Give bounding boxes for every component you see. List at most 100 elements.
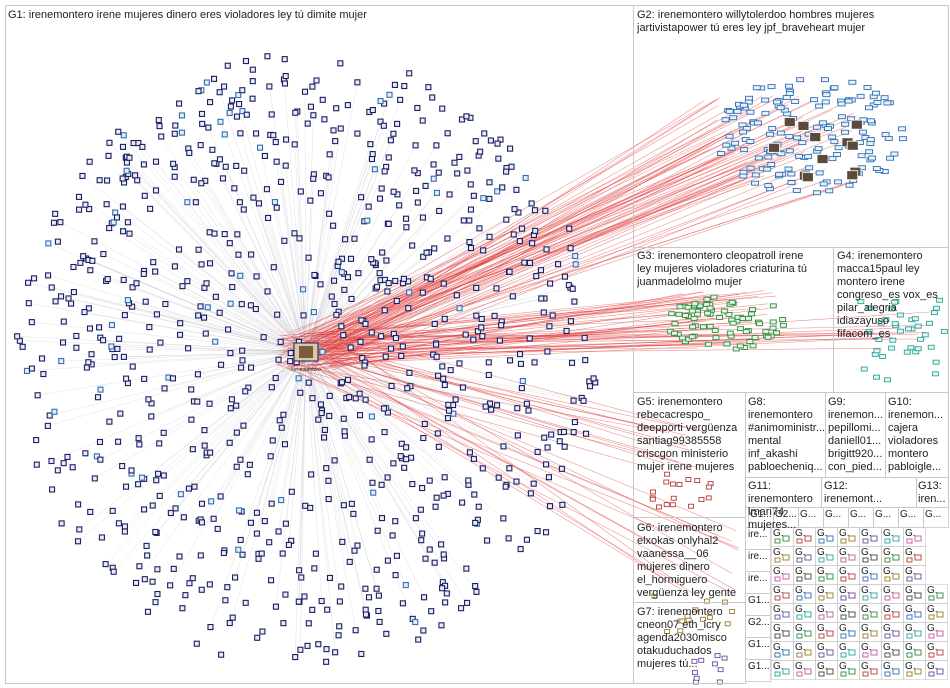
graph-node — [212, 161, 217, 166]
small-group-label: G. — [773, 547, 791, 558]
graph-node — [829, 135, 836, 139]
graph-node — [322, 435, 327, 440]
graph-node — [32, 276, 37, 281]
graph-node — [283, 521, 288, 526]
graph-node — [740, 103, 747, 107]
graph-node — [243, 389, 248, 394]
graph-node — [770, 304, 776, 308]
graph-node — [55, 468, 60, 473]
group-label-g12: G12: irenemont... — [824, 480, 894, 506]
graph-node — [401, 276, 406, 281]
graph-node — [238, 537, 243, 542]
graph-node — [199, 262, 204, 267]
graph-node — [515, 406, 520, 411]
graph-node — [533, 228, 538, 233]
graph-node — [374, 567, 379, 572]
graph-node — [208, 625, 213, 630]
graph-node — [420, 290, 425, 295]
graph-node — [225, 63, 230, 68]
graph-node — [867, 138, 874, 142]
graph-node — [750, 307, 756, 311]
graph-node — [195, 399, 200, 404]
graph-node — [316, 417, 321, 422]
graph-node — [241, 207, 246, 212]
graph-node — [347, 559, 352, 564]
graph-node — [587, 384, 592, 389]
graph-node — [770, 320, 776, 324]
graph-node — [306, 621, 311, 626]
graph-node — [381, 123, 386, 128]
graph-node — [794, 136, 801, 140]
graph-node — [726, 134, 733, 138]
graph-node — [389, 383, 394, 388]
graph-node — [355, 131, 360, 136]
graph-node — [706, 496, 711, 500]
graph-node — [783, 96, 790, 100]
graph-node — [487, 180, 492, 185]
graph-node — [281, 412, 286, 417]
graph-node — [846, 183, 853, 187]
graph-node — [236, 252, 241, 257]
graph-node — [157, 124, 162, 129]
graph-node — [422, 595, 427, 600]
graph-node — [83, 202, 88, 207]
graph-node — [864, 86, 871, 90]
graph-node — [762, 98, 769, 102]
graph-node — [283, 163, 288, 168]
graph-node — [298, 390, 303, 395]
graph-node — [535, 529, 540, 534]
group-label-g13: G13: iren... — [918, 480, 948, 506]
graph-node — [713, 336, 719, 340]
graph-node — [244, 112, 249, 117]
graph-node — [747, 110, 754, 114]
graph-node — [199, 587, 204, 592]
graph-node — [256, 556, 261, 561]
graph-node — [393, 573, 398, 578]
hub-node[interactable] — [294, 343, 318, 361]
graph-node — [591, 376, 596, 381]
graph-node — [518, 547, 523, 552]
graph-node — [397, 203, 402, 208]
graph-node — [87, 159, 92, 164]
graph-node — [253, 306, 258, 311]
graph-node — [474, 285, 479, 290]
graph-node — [865, 106, 872, 110]
graph-node — [799, 141, 806, 145]
graph-node — [395, 121, 400, 126]
graph-node — [279, 179, 284, 184]
graph-node — [754, 121, 761, 125]
graph-node — [194, 641, 199, 646]
graph-node — [52, 409, 57, 414]
graph-node — [410, 482, 415, 487]
graph-node — [459, 606, 464, 611]
graph-node — [183, 593, 188, 598]
graph-node — [431, 162, 436, 167]
graph-node — [747, 166, 754, 170]
graph-node — [777, 106, 784, 110]
graph-node — [202, 443, 207, 448]
graph-node — [326, 478, 331, 483]
graph-node — [885, 596, 890, 600]
graph-node — [101, 338, 106, 343]
graph-node — [26, 301, 31, 306]
graph-node — [434, 342, 439, 347]
graph-node — [416, 637, 421, 642]
graph-node — [866, 150, 873, 154]
graph-node — [730, 116, 737, 120]
graph-node — [382, 430, 387, 435]
graph-node — [532, 208, 537, 213]
graph-node — [228, 351, 233, 356]
graph-node — [65, 454, 70, 459]
graph-node — [907, 558, 912, 562]
small-group-label: G. — [817, 642, 835, 653]
graph-node — [422, 421, 427, 426]
graph-node — [479, 316, 484, 321]
graph-node — [400, 344, 405, 349]
graph-node — [495, 189, 500, 194]
graph-node — [69, 301, 74, 306]
graph-node — [786, 135, 793, 139]
graph-node — [154, 188, 159, 193]
graph-node — [116, 439, 121, 444]
graph-node — [750, 344, 756, 348]
graph-node — [467, 218, 472, 223]
